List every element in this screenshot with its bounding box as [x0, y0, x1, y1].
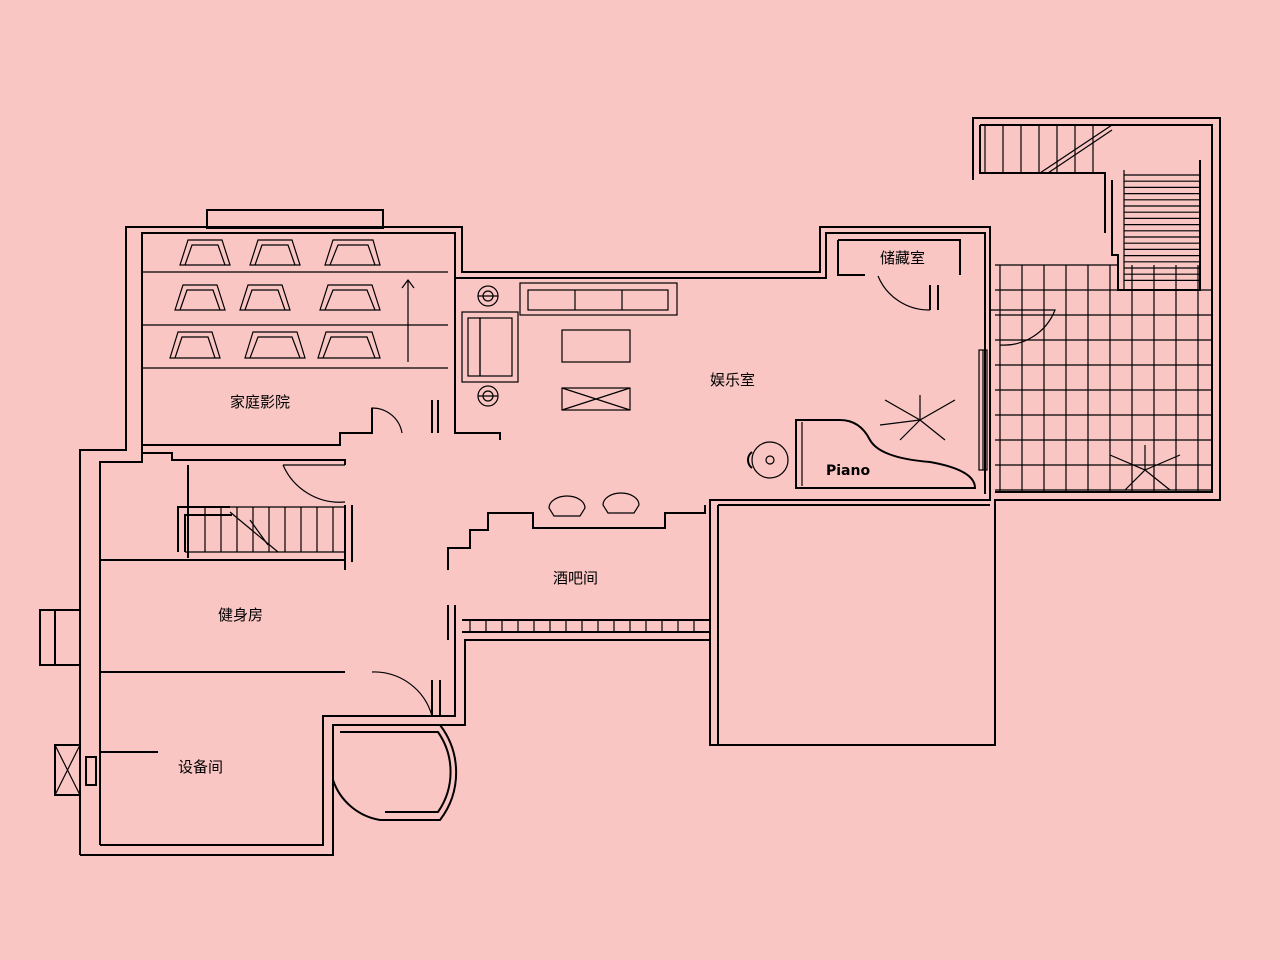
plant-1	[879, 395, 956, 441]
interior-walls	[100, 239, 988, 716]
stairs-left	[177, 505, 353, 562]
room-label-bar: 酒吧间	[553, 569, 598, 587]
room-label-storage-room: 储藏室	[880, 249, 925, 267]
stairs-right	[995, 170, 1212, 492]
bar-rail	[462, 619, 710, 633]
room-label-gym: 健身房	[218, 606, 263, 624]
stairs-top-right	[984, 124, 1113, 174]
doors	[282, 275, 1056, 821]
room-label-home-theater: 家庭影院	[230, 393, 290, 411]
piano-label: Piano	[826, 463, 870, 479]
outer-walls	[39, 117, 1221, 856]
piano: Piano	[747, 419, 977, 489]
room-label-entertainment-room: 娱乐室	[710, 371, 755, 389]
theater-seats	[142, 239, 448, 369]
entertainment-furniture	[461, 282, 1181, 517]
plant-2	[1109, 445, 1181, 491]
room-label-equipment-room: 设备间	[178, 758, 223, 776]
